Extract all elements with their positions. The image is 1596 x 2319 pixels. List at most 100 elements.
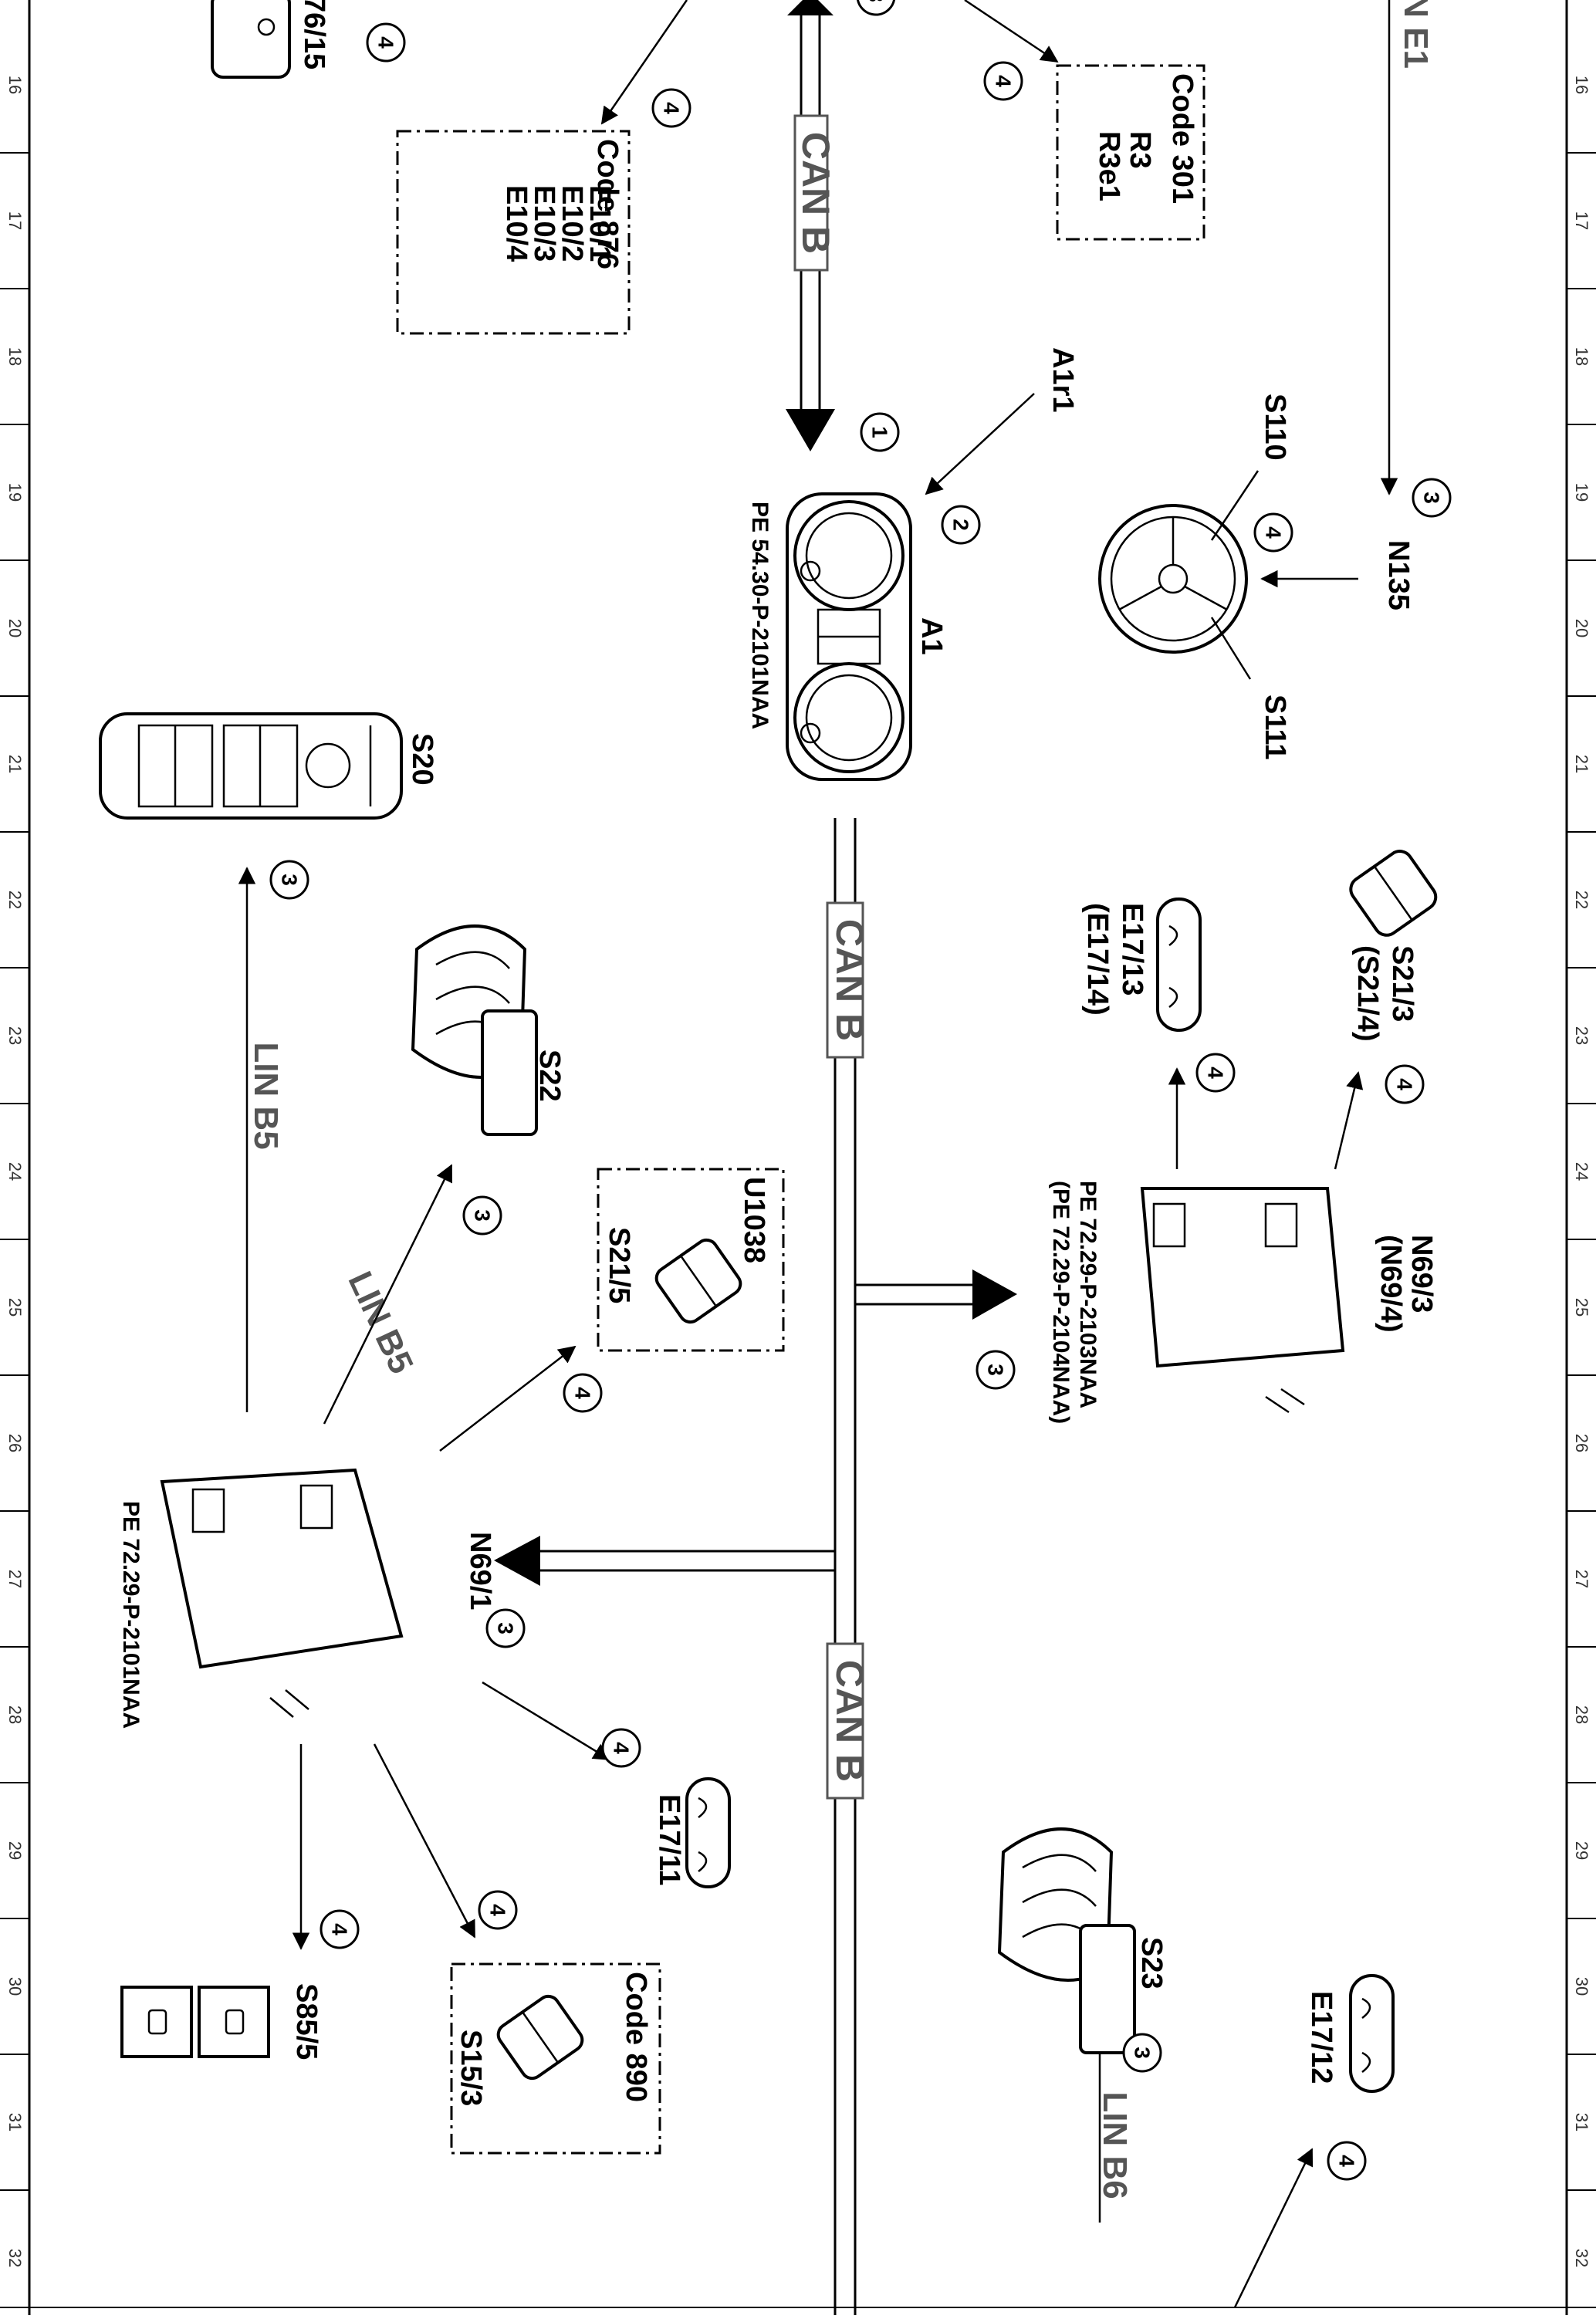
code-876-item: E10/1: [583, 185, 616, 262]
n69-3-ref: PE 72.29-P-2103NAA: [1075, 1181, 1101, 1408]
callout-circle: [651, 88, 691, 128]
n69-3-label: N69/3: [1405, 1235, 1438, 1313]
callout-number: 4: [1262, 526, 1286, 539]
code-301-title: Code 301: [1166, 73, 1199, 204]
callout-number: 1: [868, 426, 892, 438]
grid-number: 24: [1572, 1162, 1591, 1181]
grid-number: 21: [5, 755, 25, 773]
s22-label: S22: [533, 1050, 566, 1102]
can-b-label-bottom: CAN B: [826, 1642, 871, 1800]
callout-circle: [1122, 2033, 1162, 2073]
callout-circle: [1327, 2141, 1367, 2181]
grid-number: 26: [5, 1434, 25, 1452]
lin-b5-diagonal-label: LIN B5: [340, 1266, 420, 1379]
callout-number: 4: [992, 75, 1016, 87]
s22-seat-switch: S22: [411, 925, 566, 1136]
grid-number: 26: [1572, 1434, 1591, 1452]
n69-1-ref: PE 72.29-P-2101NAA: [118, 1501, 144, 1729]
callout-circle: [269, 860, 309, 900]
callout-number: 3: [984, 1364, 1008, 1376]
callout-number: 4: [374, 36, 398, 49]
code-301-item-r3: R3: [1124, 131, 1156, 169]
grid-number: 16: [5, 76, 25, 94]
s20-label: S20: [406, 733, 438, 786]
grid-number: 17: [5, 211, 25, 230]
code-890-title: Code 890: [620, 1972, 652, 2102]
grid-number: 20: [5, 619, 25, 637]
callout-number: 4: [610, 1742, 634, 1754]
lin-b6-label: LIN B6: [1096, 2091, 1134, 2199]
callout-number: 2: [949, 519, 973, 531]
a1-ref: PE 54.30-P-2101NAA: [747, 502, 773, 729]
callout-number: 4: [486, 1904, 510, 1916]
svg-text:CAN B: CAN B: [828, 919, 871, 1041]
callout-circle: [1195, 1053, 1236, 1093]
a1r1-label: A1r1: [1047, 347, 1079, 413]
e17-12-label: E17/12: [1305, 1991, 1337, 2084]
code-890-box: Code 890 S15/3: [450, 1962, 661, 2155]
s23-label: S23: [1135, 1937, 1168, 1989]
grid-number: 29: [5, 1841, 25, 1860]
s76-15-label: 76/15: [298, 0, 330, 69]
callout-circle: [366, 22, 406, 63]
u1038-title: U1038: [738, 1177, 770, 1263]
callout-circle: [320, 1909, 360, 1949]
grid-number: 28: [5, 1705, 25, 1724]
e17-13-lamp: E17/13 (E17/14): [1081, 898, 1202, 1032]
callout-circle: [857, 0, 895, 16]
s85-5-switch: S85/5: [120, 1983, 323, 2060]
a1-label: A1: [915, 617, 948, 655]
n69-4-label: (N69/4): [1375, 1235, 1407, 1333]
grid-number: 31: [1572, 2113, 1591, 2131]
e17-13-label: E17/13: [1116, 903, 1148, 996]
s85-5-label: S85/5: [290, 1983, 323, 2060]
code-876-box: Code 876 E10/1E10/2E10/3E10/4: [396, 130, 631, 335]
grid-number: 19: [1572, 483, 1591, 502]
s21-4-label: (S21/4): [1351, 945, 1384, 1042]
callout-number: 4: [660, 102, 684, 114]
grid-number: 32: [5, 2249, 25, 2267]
e17-11-lamp: E17/11: [653, 1777, 731, 1888]
callout-number: 4: [1204, 1067, 1228, 1079]
callout-number: 3: [471, 1209, 495, 1222]
callout-number: 3: [864, 0, 888, 2]
grid-number: 20: [1572, 619, 1591, 637]
callout-circle: [601, 1728, 641, 1768]
grid-number: 16: [1572, 76, 1591, 94]
callout-circle: [462, 1195, 502, 1236]
a1-instrument-cluster: A1 PE 54.30-P-2101NAA: [747, 492, 948, 781]
callout-number: 3: [278, 874, 302, 886]
callout-circle: [485, 1608, 526, 1648]
svg-text:CAN B: CAN B: [828, 1660, 871, 1782]
grid-number: 22: [1572, 891, 1591, 909]
grid-number: 25: [5, 1298, 25, 1317]
grid-number: 21: [1572, 755, 1591, 773]
grid-number: 31: [5, 2113, 25, 2131]
grid-number: 22: [5, 891, 25, 909]
s76-15-switch: 76/15: [211, 0, 330, 79]
can-b-label-top: CAN B: [793, 114, 837, 272]
u1038-box: U1038 S21/5: [597, 1168, 785, 1352]
lin-e1-label: N E1: [1397, 0, 1435, 69]
callout-number: 3: [1420, 492, 1444, 504]
grid-number: 23: [1572, 1026, 1591, 1045]
n135-label: N135: [1382, 540, 1415, 610]
grid-number: 28: [1572, 1705, 1591, 1724]
code-876-items: E10/1E10/2E10/3E10/4: [500, 185, 616, 262]
callout-circle: [1253, 512, 1293, 553]
s111-label: S111: [1259, 695, 1291, 760]
lin-b5-vertical-label: LIN B5: [247, 1042, 285, 1149]
steering-wheel: S110 S111 N135: [1098, 394, 1415, 760]
callout-circle: [1412, 478, 1452, 518]
s20-switch-panel: S20: [99, 712, 438, 820]
grid-number: 27: [5, 1570, 25, 1588]
s23-seat-switch: S23: [997, 1827, 1168, 2054]
grid-number: 19: [5, 483, 25, 502]
callout-circle: [1385, 1064, 1425, 1104]
grid-number: 25: [1572, 1298, 1591, 1317]
grid-number: 30: [1572, 1977, 1591, 1996]
